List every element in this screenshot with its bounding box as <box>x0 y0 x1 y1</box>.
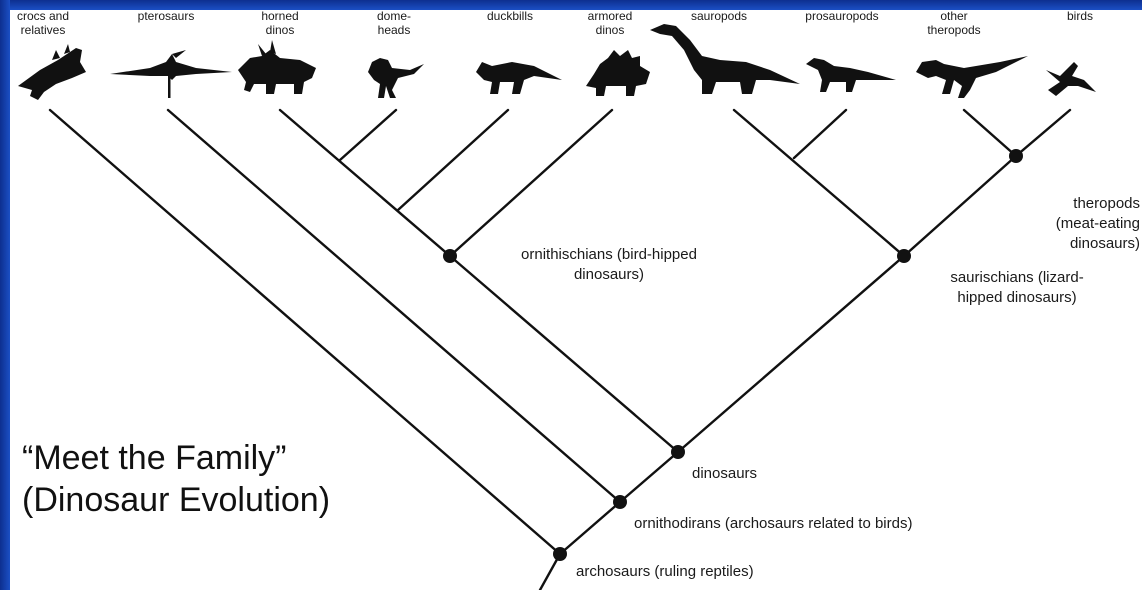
stegosaur-silhouette-icon <box>586 50 650 96</box>
branch-saurischians <box>678 256 904 452</box>
branch-ornithodirans <box>560 502 620 554</box>
branch-ornithischians <box>450 256 678 452</box>
prosauropod-silhouette-icon <box>806 58 896 92</box>
taxon-label-birds: birds <box>1050 9 1110 23</box>
hadrosaur-silhouette-icon <box>476 62 562 94</box>
pachycephalosaur-silhouette-icon <box>368 58 424 98</box>
taxon-label-sauropods: sauropods <box>674 9 764 23</box>
branch-armored <box>450 110 612 256</box>
taxon-label-horned: horned dinos <box>250 9 310 37</box>
node-dot-dinosaurs <box>671 445 685 459</box>
bird-silhouette-icon <box>1046 62 1096 96</box>
taxon-label-armored: armored dinos <box>580 9 640 37</box>
branch-duckbills <box>398 110 508 210</box>
slide-title: “Meet the Family” (Dinosaur Evolution) <box>22 437 422 521</box>
node-label-archosaurs: archosaurs (ruling reptiles) <box>576 562 754 582</box>
node-label-ornithischians: ornithischians (bird-hipped dinosaurs) <box>474 245 744 285</box>
branch-other-theropods <box>964 110 1016 156</box>
branch-sauropods <box>734 110 904 256</box>
node-label-saurischians: saurischians (lizard- hipped dinosaurs) <box>912 268 1122 308</box>
taxon-label-duckbills: duckbills <box>480 9 540 23</box>
branch-theropods <box>904 156 1016 256</box>
node-label-dinosaurs: dinosaurs <box>692 464 757 484</box>
node-dot-saurischians <box>897 249 911 263</box>
branch-birds <box>1016 110 1070 156</box>
theropod-silhouette-icon <box>916 56 1028 98</box>
crocodile-silhouette-icon <box>18 44 86 100</box>
branch-domeheads <box>340 110 396 160</box>
taxon-label-domeheads: dome- heads <box>364 9 424 37</box>
sauropod-silhouette-icon <box>650 24 800 94</box>
taxon-label-other-theropods: other theropods <box>914 9 994 37</box>
node-dot-theropods <box>1009 149 1023 163</box>
pterosaur-silhouette-icon <box>110 50 232 98</box>
branch-prosauropods <box>794 110 846 158</box>
node-dot-ornithischians <box>443 249 457 263</box>
taxon-label-crocs: crocs and relatives <box>6 9 80 37</box>
branch-dinosaurs <box>620 452 678 502</box>
branch-horned <box>280 110 450 256</box>
node-label-ornithodirans: ornithodirans (archosaurs related to bir… <box>634 514 912 534</box>
taxon-label-prosauropods: prosauropods <box>782 9 902 23</box>
node-dot-ornithodirans <box>613 495 627 509</box>
taxon-label-pterosaurs: pterosaurs <box>126 9 206 23</box>
node-label-theropods: theropods (meat-eating dinosaurs) <box>1010 194 1140 254</box>
node-dot-archosaurs <box>553 547 567 561</box>
triceratops-silhouette-icon <box>238 40 316 94</box>
